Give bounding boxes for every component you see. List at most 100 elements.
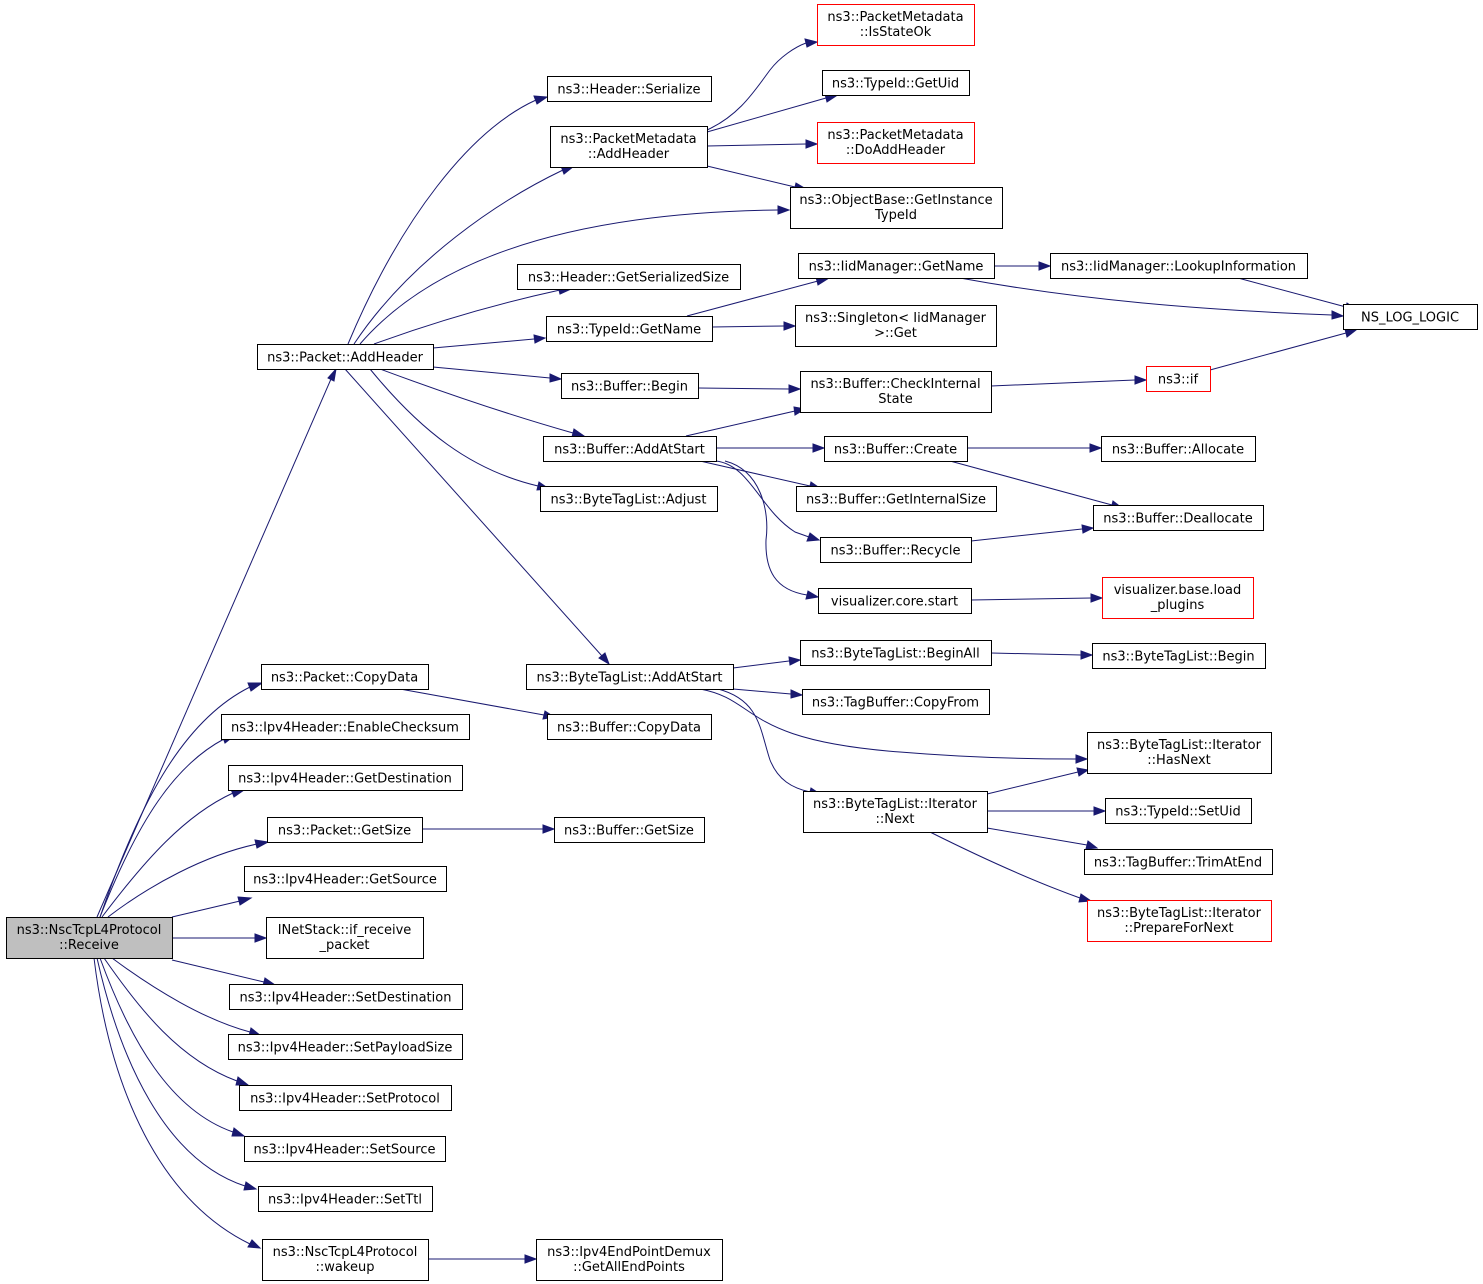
edge-line bbox=[711, 325, 785, 328]
node-ns3-if[interactable]: ns3::if bbox=[1146, 366, 1211, 392]
node-label: ::DoAddHeader bbox=[846, 143, 946, 158]
node-buffer-getsize[interactable]: ns3::Buffer::GetSize bbox=[554, 817, 705, 843]
call-edge-btl_iter_next-to-typeid_setuid bbox=[987, 806, 1107, 816]
node-ipv4-setprotocol[interactable]: ns3::Ipv4Header::SetProtocol bbox=[239, 1085, 452, 1111]
node-label: ns3::Buffer::Begin bbox=[571, 380, 688, 395]
node-pm-isstateok[interactable]: ns3::PacketMetadata::IsStateOk bbox=[817, 4, 975, 46]
node-nsc-wakeup[interactable]: ns3::NscTcpL4Protocol::wakeup bbox=[262, 1239, 429, 1281]
node-box bbox=[790, 187, 1003, 229]
node-header-serialize[interactable]: ns3::Header::Serialize bbox=[547, 76, 712, 102]
node-pm-addheader[interactable]: ns3::PacketMetadata::AddHeader bbox=[550, 126, 708, 168]
call-edge-pm_addheader-to-typeid_getuid bbox=[706, 93, 838, 133]
node-label: visualizer.base.load bbox=[1114, 583, 1242, 598]
node-header-getserializedsize[interactable]: ns3::Header::GetSerializedSize bbox=[517, 264, 741, 290]
arrowhead-icon bbox=[1093, 806, 1107, 816]
call-edge-btl_beginall-to-btl_begin bbox=[990, 650, 1094, 660]
node-ipv4-getdestination[interactable]: ns3::Ipv4Header::GetDestination bbox=[228, 765, 463, 791]
node-ns-log-logic[interactable]: NS_LOG_LOGIC bbox=[1343, 304, 1478, 330]
node-label: ns3::Buffer::CopyData bbox=[557, 721, 701, 736]
node-btl-begin[interactable]: ns3::ByteTagList::Begin bbox=[1092, 643, 1266, 669]
node-tagbuffer-copyfrom[interactable]: ns3::TagBuffer::CopyFrom bbox=[802, 689, 990, 715]
node-label: NS_LOG_LOGIC bbox=[1361, 311, 1459, 326]
edge-line bbox=[699, 460, 811, 487]
call-edge-pm_addheader-to-pm_isstateok bbox=[706, 38, 819, 131]
node-label: ns3::PacketMetadata bbox=[560, 132, 696, 147]
node-box bbox=[550, 126, 708, 168]
node-btl-iter-hasnext[interactable]: ns3::ByteTagList::Iterator::HasNext bbox=[1087, 732, 1272, 774]
node-ipv4-setdestination[interactable]: ns3::Ipv4Header::SetDestination bbox=[229, 984, 463, 1010]
node-typeid-getuid[interactable]: ns3::TypeId::GetUid bbox=[822, 70, 970, 96]
node-singleton-get[interactable]: ns3::Singleton< IidManager>::Get bbox=[795, 305, 997, 347]
node-label: ns3::Header::Serialize bbox=[557, 83, 700, 98]
node-buffer-deallocate[interactable]: ns3::Buffer::Deallocate bbox=[1093, 505, 1264, 531]
node-iidmanager-lookup[interactable]: ns3::IidManager::LookupInformation bbox=[1050, 253, 1308, 279]
node-ipv4-setpayloadsize[interactable]: ns3::Ipv4Header::SetPayloadSize bbox=[228, 1034, 463, 1060]
node-label: ns3::Ipv4Header::SetSource bbox=[254, 1143, 436, 1158]
node-label: ns3::Ipv4Header::SetTtl bbox=[268, 1193, 422, 1208]
call-edges bbox=[93, 38, 1358, 1264]
node-btl-adjust[interactable]: ns3::ByteTagList::Adjust bbox=[540, 486, 718, 512]
arrowhead-icon bbox=[243, 1181, 258, 1191]
node-box bbox=[796, 486, 997, 512]
call-edge-receive-to-ipv4_setdestination bbox=[171, 959, 277, 987]
arrowhead-icon bbox=[598, 652, 610, 666]
node-buffer-create[interactable]: ns3::Buffer::Create bbox=[824, 436, 968, 462]
node-viz-core-start[interactable]: visualizer.core.start bbox=[818, 588, 972, 614]
node-box bbox=[221, 714, 470, 740]
call-edge-buffer_checkinternal-to-ns3_if bbox=[990, 375, 1148, 387]
node-label: ns3::Header::GetSerializedSize bbox=[528, 271, 729, 286]
node-packet-getsize[interactable]: ns3::Packet::GetSize bbox=[267, 817, 423, 843]
arrowhead-icon bbox=[1038, 261, 1052, 271]
node-btl-iter-next[interactable]: ns3::ByteTagList::Iterator::Next bbox=[803, 791, 988, 833]
node-box bbox=[258, 1186, 433, 1212]
node-buffer-getinternalsize[interactable]: ns3::Buffer::GetInternalSize bbox=[796, 486, 997, 512]
node-tagbuffer-trimatend[interactable]: ns3::TagBuffer::TrimAtEnd bbox=[1084, 849, 1273, 875]
node-packet-copydata[interactable]: ns3::Packet::CopyData bbox=[261, 664, 429, 690]
edge-line bbox=[432, 338, 535, 349]
node-btl-addatstart[interactable]: ns3::ByteTagList::AddAtStart bbox=[526, 664, 734, 690]
node-label: ns3::Packet::AddHeader bbox=[267, 351, 423, 366]
node-label: ns3::if bbox=[1158, 373, 1199, 388]
arrowhead-icon bbox=[1080, 650, 1094, 660]
node-buffer-addatstart[interactable]: ns3::Buffer::AddAtStart bbox=[543, 436, 717, 462]
node-label: ns3::ByteTagList::Iterator bbox=[813, 797, 978, 812]
node-ipv4-setsource[interactable]: ns3::Ipv4Header::SetSource bbox=[244, 1136, 446, 1162]
call-edge-buffer_begin-to-buffer_checkinternal bbox=[697, 384, 802, 394]
edge-line bbox=[990, 652, 1082, 656]
node-buffer-allocate[interactable]: ns3::Buffer::Allocate bbox=[1101, 436, 1256, 462]
node-inetstack-ifreceive[interactable]: INetStack::if_receive_packet bbox=[266, 917, 424, 959]
call-edge-buffer_addatstart-to-buffer_recycle bbox=[715, 460, 821, 542]
node-box bbox=[536, 1239, 723, 1281]
edge-line bbox=[99, 686, 251, 918]
node-iidmanager-getname[interactable]: ns3::IidManager::GetName bbox=[798, 253, 995, 279]
edge-line bbox=[986, 771, 1079, 795]
arrowhead-icon bbox=[235, 1076, 250, 1086]
node-buffer-copydata[interactable]: ns3::Buffer::CopyData bbox=[547, 714, 712, 740]
node-typeid-getname[interactable]: ns3::TypeId::GetName bbox=[546, 316, 713, 342]
arrowhead-icon bbox=[524, 1254, 538, 1264]
call-edge-buffer_recycle-to-buffer_deallocate bbox=[970, 524, 1095, 542]
node-ipv4-getsource[interactable]: ns3::Ipv4Header::GetSource bbox=[244, 866, 447, 892]
node-epdemux-getall[interactable]: ns3::Ipv4EndPointDemux::GetAllEndPoints bbox=[536, 1239, 723, 1281]
node-box bbox=[554, 817, 705, 843]
edge-line bbox=[949, 460, 1113, 506]
node-viz-load-plugins[interactable]: visualizer.base.load_plugins bbox=[1102, 577, 1254, 619]
node-ipv4-enablechecksum[interactable]: ns3::Ipv4Header::EnableChecksum bbox=[221, 714, 470, 740]
node-packet-addheader[interactable]: ns3::Packet::AddHeader bbox=[257, 344, 434, 370]
arrowhead-icon bbox=[777, 205, 791, 215]
node-ipv4-setttl[interactable]: ns3::Ipv4Header::SetTtl bbox=[258, 1186, 433, 1212]
node-receive[interactable]: ns3::NscTcpL4Protocol::Receive bbox=[6, 917, 173, 959]
node-buffer-recycle[interactable]: ns3::Buffer::Recycle bbox=[820, 537, 972, 563]
edge-line bbox=[369, 368, 539, 487]
arrowhead-icon bbox=[1076, 767, 1090, 777]
node-buffer-begin[interactable]: ns3::Buffer::Begin bbox=[561, 373, 699, 399]
node-btl-beginall[interactable]: ns3::ByteTagList::BeginAll bbox=[800, 640, 992, 666]
node-typeid-setuid[interactable]: ns3::TypeId::SetUid bbox=[1105, 798, 1252, 824]
node-pm-doaddheader[interactable]: ns3::PacketMetadata::DoAddHeader bbox=[817, 122, 975, 164]
call-edge-receive-to-packet_copydata bbox=[99, 682, 264, 918]
node-box bbox=[802, 689, 990, 715]
node-btl-iter-prepare[interactable]: ns3::ByteTagList::Iterator::PrepareForNe… bbox=[1087, 900, 1272, 942]
edge-line bbox=[959, 277, 1333, 316]
